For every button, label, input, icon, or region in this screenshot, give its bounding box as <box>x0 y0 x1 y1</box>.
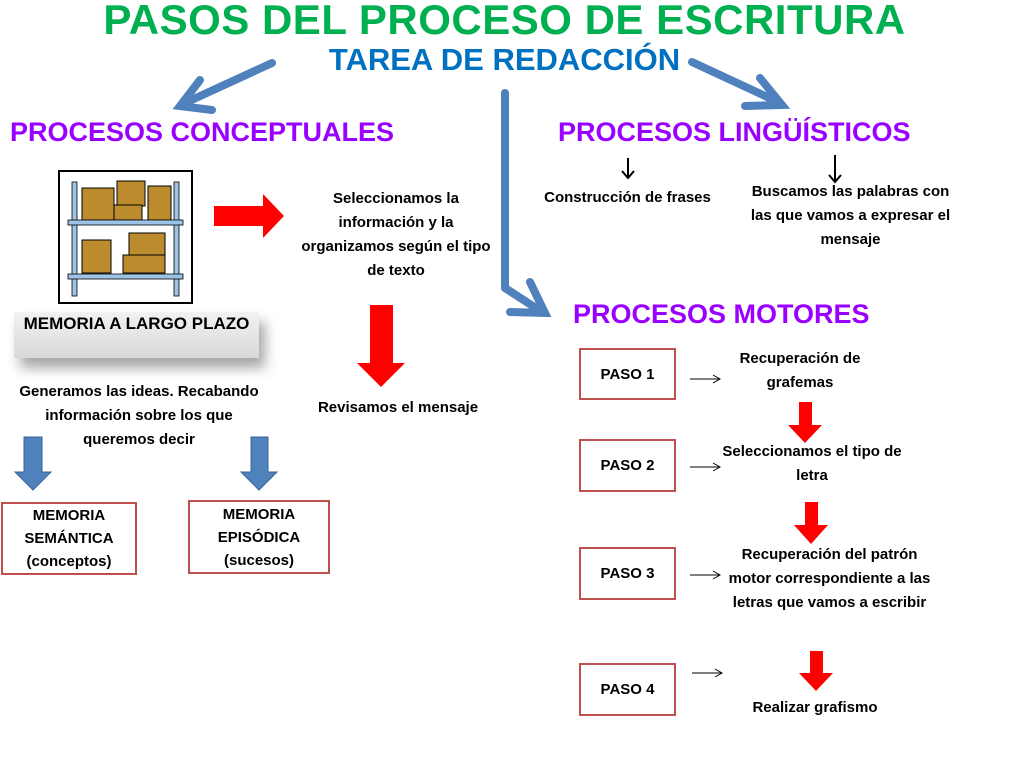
page-subtitle: TAREA DE REDACCIÓN <box>328 42 681 77</box>
semantic-line2: SEMÁNTICA <box>24 530 114 547</box>
shelf-with-boxes-icon <box>58 170 193 304</box>
episodic-line3: (sucesos) <box>223 551 295 569</box>
episodic-line1: MEMORIA <box>222 505 296 523</box>
step-3-box: PASO 3 <box>579 547 676 600</box>
arrow-to-motor <box>501 89 552 318</box>
page-title: PASOS DEL PROCESO DE ESCRITURA <box>103 0 906 43</box>
red-arrow-down-2 <box>794 502 828 544</box>
episodic-memory-box: MEMORIA EPISÓDICA (sucesos) <box>188 500 330 574</box>
linguistic-item-1: Construcción de frases <box>544 189 711 206</box>
right-arrow-icon <box>690 374 724 678</box>
step-2-text: Seleccionamos el tipo de letra <box>722 443 902 484</box>
red-arrow-down-3 <box>799 651 833 691</box>
semantic-memory-box: MEMORIA SEMÁNTICA (conceptos) <box>1 502 137 575</box>
step-1-text: Recuperación de grafemas <box>739 350 861 391</box>
heading-conceptual: PROCESOS CONCEPTUALES <box>10 117 395 147</box>
step-1-box: PASO 1 <box>579 348 676 400</box>
red-arrow-down-review <box>357 305 405 387</box>
linguistic-item-2: Buscamos las palabras con las que vamos … <box>750 183 951 248</box>
episodic-line2: EPISÓDICA <box>217 528 301 546</box>
heading-linguistic: PROCESOS LINGÜÍSTICOS <box>558 117 911 147</box>
step-3-text: Recuperación del patrón motor correspond… <box>728 546 931 611</box>
red-arrow-right <box>214 194 284 238</box>
step-4-text: Realizar grafismo <box>752 699 878 716</box>
semantic-line3: (conceptos) <box>26 553 112 570</box>
step-4-box: PASO 4 <box>579 663 676 716</box>
heading-motor: PROCESOS MOTORES <box>573 299 870 329</box>
select-info-text: Seleccionamos la información y la organi… <box>301 190 491 279</box>
semantic-line1: MEMORIA <box>32 507 106 524</box>
arrow-to-linguistic <box>688 58 791 110</box>
long-term-memory-label: MEMORIA A LARGO PLAZO <box>14 312 259 358</box>
blue-arrow-down-episodic <box>239 436 279 491</box>
arrow-to-conceptual <box>172 59 276 114</box>
step-2-box: PASO 2 <box>579 439 676 492</box>
red-arrow-down-1 <box>788 402 822 443</box>
review-text: Revisamos el mensaje <box>317 399 479 416</box>
generate-ideas-text: Generamos las ideas. Recabando informaci… <box>19 383 259 448</box>
down-arrow-icon <box>621 155 842 184</box>
blue-arrow-down-semantic <box>13 436 53 491</box>
